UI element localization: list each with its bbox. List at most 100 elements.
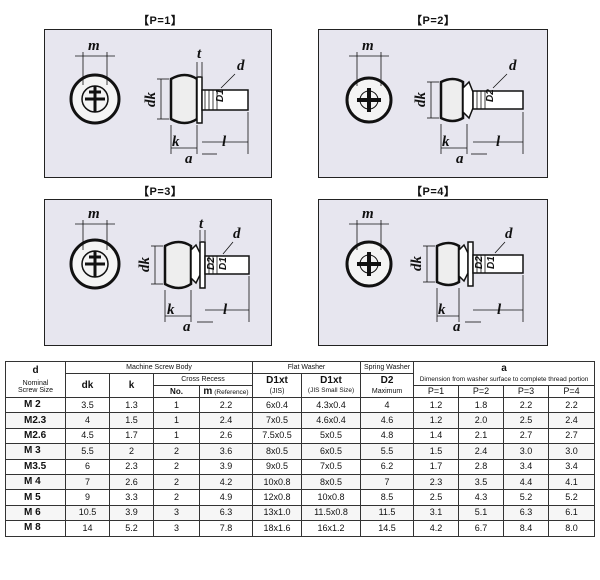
cell-a-p3: 3.4: [503, 458, 550, 475]
header-cross-recess: Cross Recess: [152, 373, 254, 386]
dim-label-d: d: [233, 226, 241, 242]
dim-label-a: a: [185, 151, 193, 167]
cell-dk: 7: [65, 473, 110, 491]
dim-label-m: m: [362, 206, 374, 222]
header-dk: dk: [65, 373, 110, 398]
cell-a-p1: 1.2: [413, 396, 460, 414]
cell-d1xt-jis: 9x0.5: [252, 458, 303, 475]
cell-recess-no: 1: [153, 427, 200, 445]
drawing-panel-p2: m dk d D2 k a l: [318, 29, 548, 178]
panel-title-p2: 【P=2】: [411, 15, 456, 27]
cell-size: M 3: [5, 443, 66, 460]
cell-d1xt-small: 11.5x0.8: [301, 504, 362, 522]
screw-drawing-p1: m dk t d D1 k a l: [69, 38, 249, 167]
cell-m: 6.3: [198, 504, 254, 522]
dim-label-D2: D2: [206, 257, 217, 270]
cell-recess-no: 2: [153, 489, 200, 506]
cell-a-p4: 2.7: [548, 427, 596, 445]
cell-d2-max: 4.8: [360, 427, 415, 445]
cell-k: 3.3: [109, 489, 154, 506]
cell-recess-no: 1: [153, 412, 200, 429]
cell-a-p4: 4.1: [548, 473, 596, 491]
cell-m: 2.2: [198, 396, 254, 414]
header-d2-maximum: D2 Maximum: [360, 373, 415, 398]
cell-d2-max: 4: [360, 396, 415, 414]
cell-a-p3: 2.7: [503, 427, 550, 445]
drawing-panel-p1: m dk t d D1 k a l: [44, 29, 272, 178]
dim-label-dk: dk: [409, 256, 425, 272]
cell-k: 1.5: [109, 412, 154, 429]
cell-d1xt-jis: 7.5x0.5: [252, 427, 303, 445]
cell-k: 2.6: [109, 473, 154, 491]
cell-a-p1: 2.3: [413, 473, 460, 491]
cell-k: 1.7: [109, 427, 154, 445]
header-d2: D2: [380, 375, 394, 386]
cell-recess-no: 2: [153, 473, 200, 491]
cell-a-p2: 6.7: [458, 520, 505, 537]
dim-label-k: k: [442, 134, 450, 150]
header-m-ref: (Reference): [214, 388, 249, 396]
panel-title-p4: 【P=4】: [411, 186, 456, 198]
header-p4: P=4: [548, 385, 596, 398]
header-d1xt-jis-main: D1xt: [266, 375, 288, 386]
header-a-desc: Dimension from washer surface to complet…: [419, 375, 589, 383]
header-p2: P=2: [458, 385, 505, 398]
header-d1xt-small-sub: (JIS Small Size): [307, 387, 355, 395]
cell-m: 2.4: [198, 412, 254, 429]
cell-dk: 4: [65, 412, 110, 429]
cell-a-p2: 1.8: [458, 396, 505, 414]
screw-drawing-p2: m dk d D2 k a l: [345, 38, 524, 167]
cell-d2-max: 5.5: [360, 443, 415, 460]
cell-a-p1: 4.2: [413, 520, 460, 537]
cell-a-p1: 2.5: [413, 489, 460, 506]
screw-drawing-p3: m dk t d D2 D1 k a l: [69, 206, 250, 335]
dim-label-l: l: [222, 134, 227, 150]
cell-a-p3: 5.2: [503, 489, 550, 506]
cell-d1xt-small: 10x0.8: [301, 489, 362, 506]
cell-size: M3.5: [5, 458, 66, 475]
cell-d2-max: 14.5: [360, 520, 415, 537]
cell-dk: 14: [65, 520, 110, 537]
dim-label-D2: D2: [485, 89, 496, 102]
cell-m: 3.6: [198, 443, 254, 460]
dim-label-d: d: [237, 58, 245, 74]
header-m-reference: m (Reference): [198, 385, 254, 398]
cell-a-p2: 2.4: [458, 443, 505, 460]
cell-size: M 4: [5, 473, 66, 491]
header-a-label: a: [501, 362, 507, 374]
cell-dk: 9: [65, 489, 110, 506]
dim-label-m: m: [362, 38, 374, 54]
cell-dk: 6: [65, 458, 110, 475]
cell-d1xt-jis: 13x1.0: [252, 504, 303, 522]
screw-side-view: [163, 240, 250, 290]
cell-k: 5.2: [109, 520, 154, 537]
header-maximum: Maximum: [371, 388, 403, 395]
dim-label-k: k: [172, 134, 180, 150]
header-machine-screw-body: Machine Screw Body: [64, 361, 254, 374]
dim-label-m: m: [88, 38, 100, 54]
cell-a-p2: 2.1: [458, 427, 505, 445]
header-m: m: [203, 385, 213, 397]
cell-k: 3.9: [109, 504, 154, 522]
cell-k: 2: [109, 443, 154, 460]
cell-size: M 2: [5, 396, 66, 414]
cell-a-p4: 3.4: [548, 458, 596, 475]
cell-a-p3: 8.4: [503, 520, 550, 537]
cell-d1xt-small: 5x0.5: [301, 427, 362, 445]
cell-m: 7.8: [198, 520, 254, 537]
cell-d2-max: 8.5: [360, 489, 415, 506]
cell-a-p1: 1.5: [413, 443, 460, 460]
header-d1xt-small: D1xt (JIS Small Size): [301, 373, 362, 398]
dim-label-k: k: [167, 302, 175, 318]
dim-label-d: d: [505, 226, 513, 242]
cell-d2-max: 11.5: [360, 504, 415, 522]
cell-d1xt-jis: 6x0.4: [252, 396, 303, 414]
dim-label-D1: D1: [215, 89, 226, 102]
header-screw-size-label: Screw Size: [17, 386, 53, 394]
cell-a-p1: 1.2: [413, 412, 460, 429]
